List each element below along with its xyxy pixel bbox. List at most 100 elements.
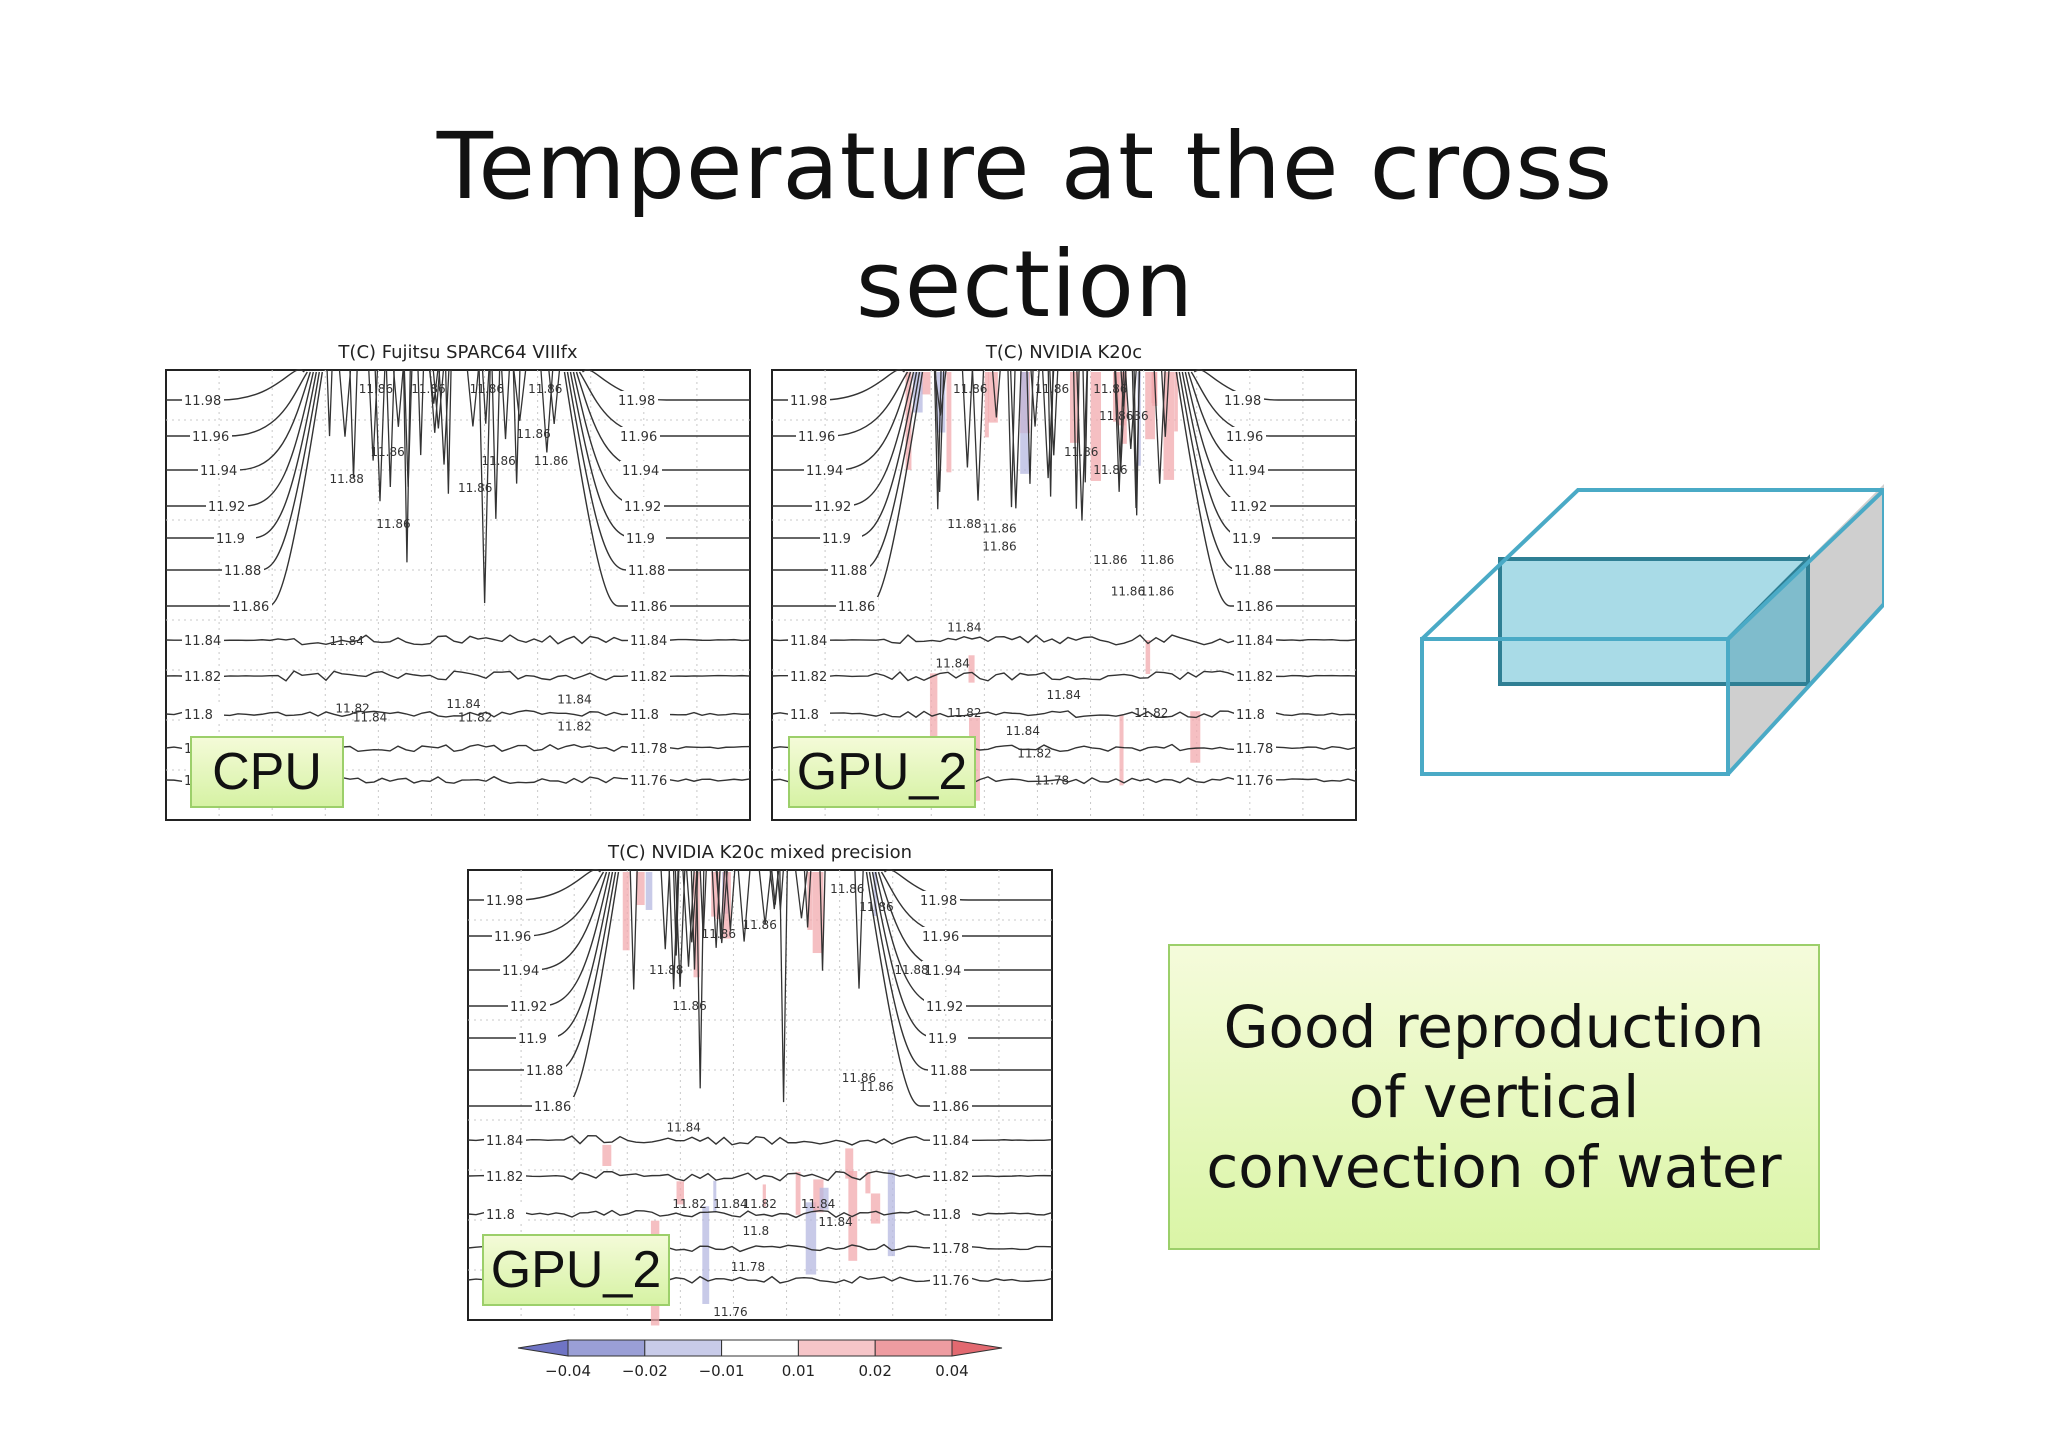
contour-label-inner: 11.82 [672,1197,706,1211]
plume-contour-spike [1082,369,1089,483]
box-top-right-edge [1726,488,1884,641]
slide-title: Temperature at the cross section [436,113,1614,338]
contour-label-left: 11.92 [208,500,245,515]
plume-contour-spike [771,869,780,905]
contour-label-left: 11.92 [510,1000,547,1015]
difference-shading-streak [912,372,923,413]
contour-label-bg [198,461,240,477]
plot-title: T(C) NVIDIA K20c mixed precision [607,842,912,863]
contour-label-left: 11.96 [494,930,531,945]
contour-label-bg [182,705,224,721]
contour-label-bg [1222,391,1264,407]
contour-label-left: 11.84 [184,634,221,649]
contour-label-inner: 11.86 [982,540,1016,554]
difference-shading-streak [635,872,645,906]
plume-contour-spike [1047,369,1054,497]
contour-label-bg [796,427,838,443]
contour-label-inner: 11.84 [353,711,387,725]
plume-contour-spike [794,869,808,919]
contour-label-left: 11.94 [502,964,539,979]
plume-contour-spike [779,869,788,1103]
plume-contour-spike [1124,369,1137,450]
contour-label-left: 11.9 [822,532,851,547]
contour-label-bg [930,1271,972,1287]
contour-label-right: 11.8 [932,1208,961,1223]
contour-label-inner: 11.86 [534,454,568,468]
box-back-top-edge [1420,488,1884,641]
contour-label-bg [836,597,878,613]
difference-shading-streak [936,372,946,433]
contour-label-bg [1234,631,1276,647]
difference-shading-streak [645,872,653,910]
plume-contour-spike [685,869,698,943]
contour-label-bg [500,961,542,977]
contour-label-bg [930,1131,972,1147]
colorbar-tick-label: −0.04 [545,1362,591,1380]
difference-shading-streak [812,872,824,954]
contour-label-bg [484,1131,526,1147]
contour-label-inner: 11.86 [859,1080,893,1094]
colorbar-extend-right [951,1339,1003,1357]
contour-label-right: 11.9 [928,1032,957,1047]
plume-contour-spike [672,869,680,956]
difference-shading-streak [968,655,975,683]
contour-label-right: 11.98 [920,894,957,909]
contour-label-bg [1232,561,1274,577]
plume-contour-spike [758,869,772,925]
gpu-badge: GPU_2 [788,736,976,808]
contour-label-left: 11.88 [830,564,867,579]
contour-label-bg [484,1205,526,1221]
contour-label-bg [924,997,966,1013]
plume-contour-spike [737,869,751,942]
plume-contour-spike [776,869,784,910]
contour-label-right: 11.92 [624,500,661,515]
contour-label-inner: 11.84 [713,1197,747,1211]
plume-contour-spike [385,369,395,487]
plume-contour-spike [402,369,411,563]
contour-label-left: 11.82 [486,1170,523,1185]
contour-label-bg [922,961,964,977]
difference-shading-streak [1020,372,1030,474]
contour-label-inner: 11.86 [458,481,492,495]
contour-label-left: 11.84 [790,634,827,649]
difference-shading-streak [905,372,912,470]
contour-label-bg [222,561,264,577]
contour-label-right: 11.78 [630,742,667,757]
contour-label-inner: 11.8636 [1099,409,1149,423]
contour-plot-gpu-mixed: T(C) NVIDIA K20c mixed precision 11.98 11.… [452,836,1056,1326]
contour-label-right: 11.94 [622,464,659,479]
contour-label-bg [812,497,854,513]
difference-shading-streak [870,1193,881,1224]
colorbar-segment [797,1339,876,1357]
contour-label-inner: 11.86 [481,454,515,468]
difference-shading-streak [713,1180,717,1213]
colorbar-segment [874,1339,953,1357]
contour-label-inner: 11.76 [713,1305,747,1319]
plume-contour-spike [1114,369,1125,492]
contour-label-bg [930,1239,972,1255]
contour-label-bg [1230,529,1272,545]
contour-label-right: 11.86 [1236,600,1273,615]
contour-label-inner: 11.86 [516,427,550,441]
difference-shading-streak [676,1181,685,1205]
contour-label-inner: 11.86 [702,927,736,941]
contour-label-left: 11.92 [814,500,851,515]
contour-label-right: 11.82 [630,670,667,685]
colorbar-segment [644,1339,723,1357]
plume-contour-spike [934,369,945,492]
contour-label-bg [918,891,960,907]
difference-shading-streak [1090,372,1102,481]
plot-title: T(C) NVIDIA K20c [985,342,1142,363]
contour-label-right: 11.84 [1236,634,1273,649]
contour-label-left: 11.96 [192,430,229,445]
difference-shading-streak [1145,640,1151,675]
colorbar-segment [721,1339,799,1357]
plume-contour-spike [1007,369,1016,508]
contour-label-bg [484,891,526,907]
plume-contour-spike [338,369,352,437]
difference-shading-streak [1145,372,1155,440]
contour-label-bg [788,631,830,647]
contour-label-inner: 11.8 [742,1224,769,1238]
plume-contour-spike [428,369,439,404]
